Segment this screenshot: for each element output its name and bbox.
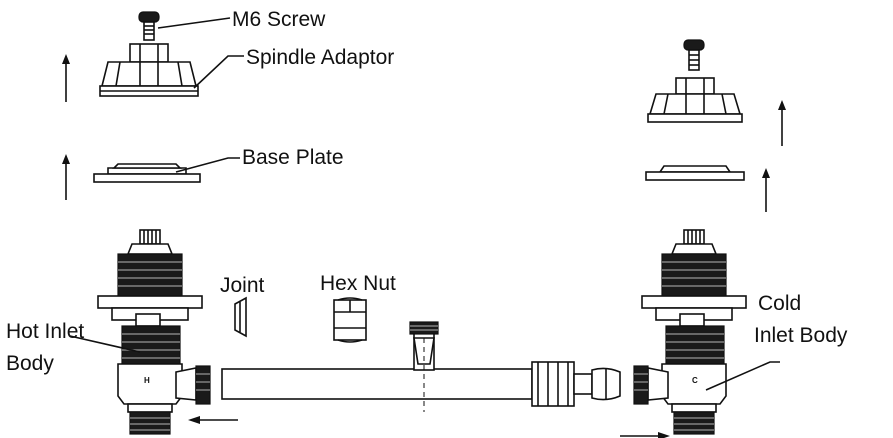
m6-screw-left bbox=[138, 11, 160, 41]
hot-mark: H bbox=[144, 376, 150, 385]
joint-part bbox=[234, 296, 247, 338]
pipe-fitting bbox=[531, 361, 621, 407]
left-arrow bbox=[188, 416, 238, 424]
connecting-pipe bbox=[221, 321, 533, 412]
label-hex-nut: Hex Nut bbox=[320, 272, 396, 295]
up-arrow-left-2 bbox=[62, 154, 70, 200]
base-plate-left bbox=[93, 163, 201, 183]
label-cold-inlet-line2: Inlet Body bbox=[754, 324, 848, 347]
label-joint: Joint bbox=[220, 274, 265, 297]
m6-screw-right bbox=[683, 39, 705, 71]
up-arrow-left-1 bbox=[62, 54, 70, 102]
label-hot-inlet-line2: Body bbox=[6, 352, 54, 375]
hot-inlet-body: H bbox=[97, 229, 211, 435]
hex-nut-part bbox=[333, 297, 367, 343]
label-m6-screw: M6 Screw bbox=[232, 8, 326, 31]
right-arrow bbox=[620, 432, 670, 438]
leader-lines bbox=[69, 17, 780, 391]
up-arrow-right-1 bbox=[778, 100, 786, 146]
label-spindle-adaptor: Spindle Adaptor bbox=[246, 46, 394, 69]
base-plate-right bbox=[645, 165, 745, 181]
label-hot-inlet-line1: Hot Inlet bbox=[6, 320, 84, 343]
label-base-plate: Base Plate bbox=[242, 146, 344, 169]
spindle-adaptor-left bbox=[99, 43, 199, 97]
cold-inlet-body: C bbox=[633, 229, 747, 435]
up-arrow-right-2 bbox=[762, 168, 770, 212]
spindle-adaptor-right bbox=[647, 77, 743, 123]
cold-mark: C bbox=[692, 376, 698, 385]
label-cold-inlet-line1: Cold bbox=[758, 292, 801, 315]
